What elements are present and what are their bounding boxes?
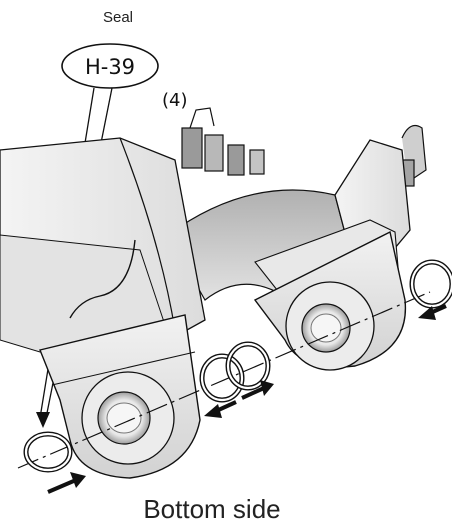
left-inner-edge [119,137,176,331]
leader-arrowhead [36,412,50,428]
seal-ring-left-outer [23,431,73,473]
arrow-left-seal-inward [47,472,86,494]
left-bore [81,371,175,465]
left-foot-seam [51,351,196,386]
callout-quantity: (4) [162,90,188,111]
arrow-center-seal-left [204,400,237,418]
seal-ring-center-left [199,353,245,403]
left-hose [69,239,136,319]
callout-part-code: H-39 [85,55,135,79]
arrow-center-seal-right [241,380,274,400]
right-bore [285,281,375,371]
callout-ellipse [61,43,159,89]
pin-axis-centerline [17,291,431,469]
arrow-right-seal-inward [418,304,447,320]
callout-title: Seal [103,9,133,26]
seal-ring-center-right [225,341,271,391]
view-caption: Bottom side [143,494,280,524]
seal-ring-right-outer [409,259,452,309]
